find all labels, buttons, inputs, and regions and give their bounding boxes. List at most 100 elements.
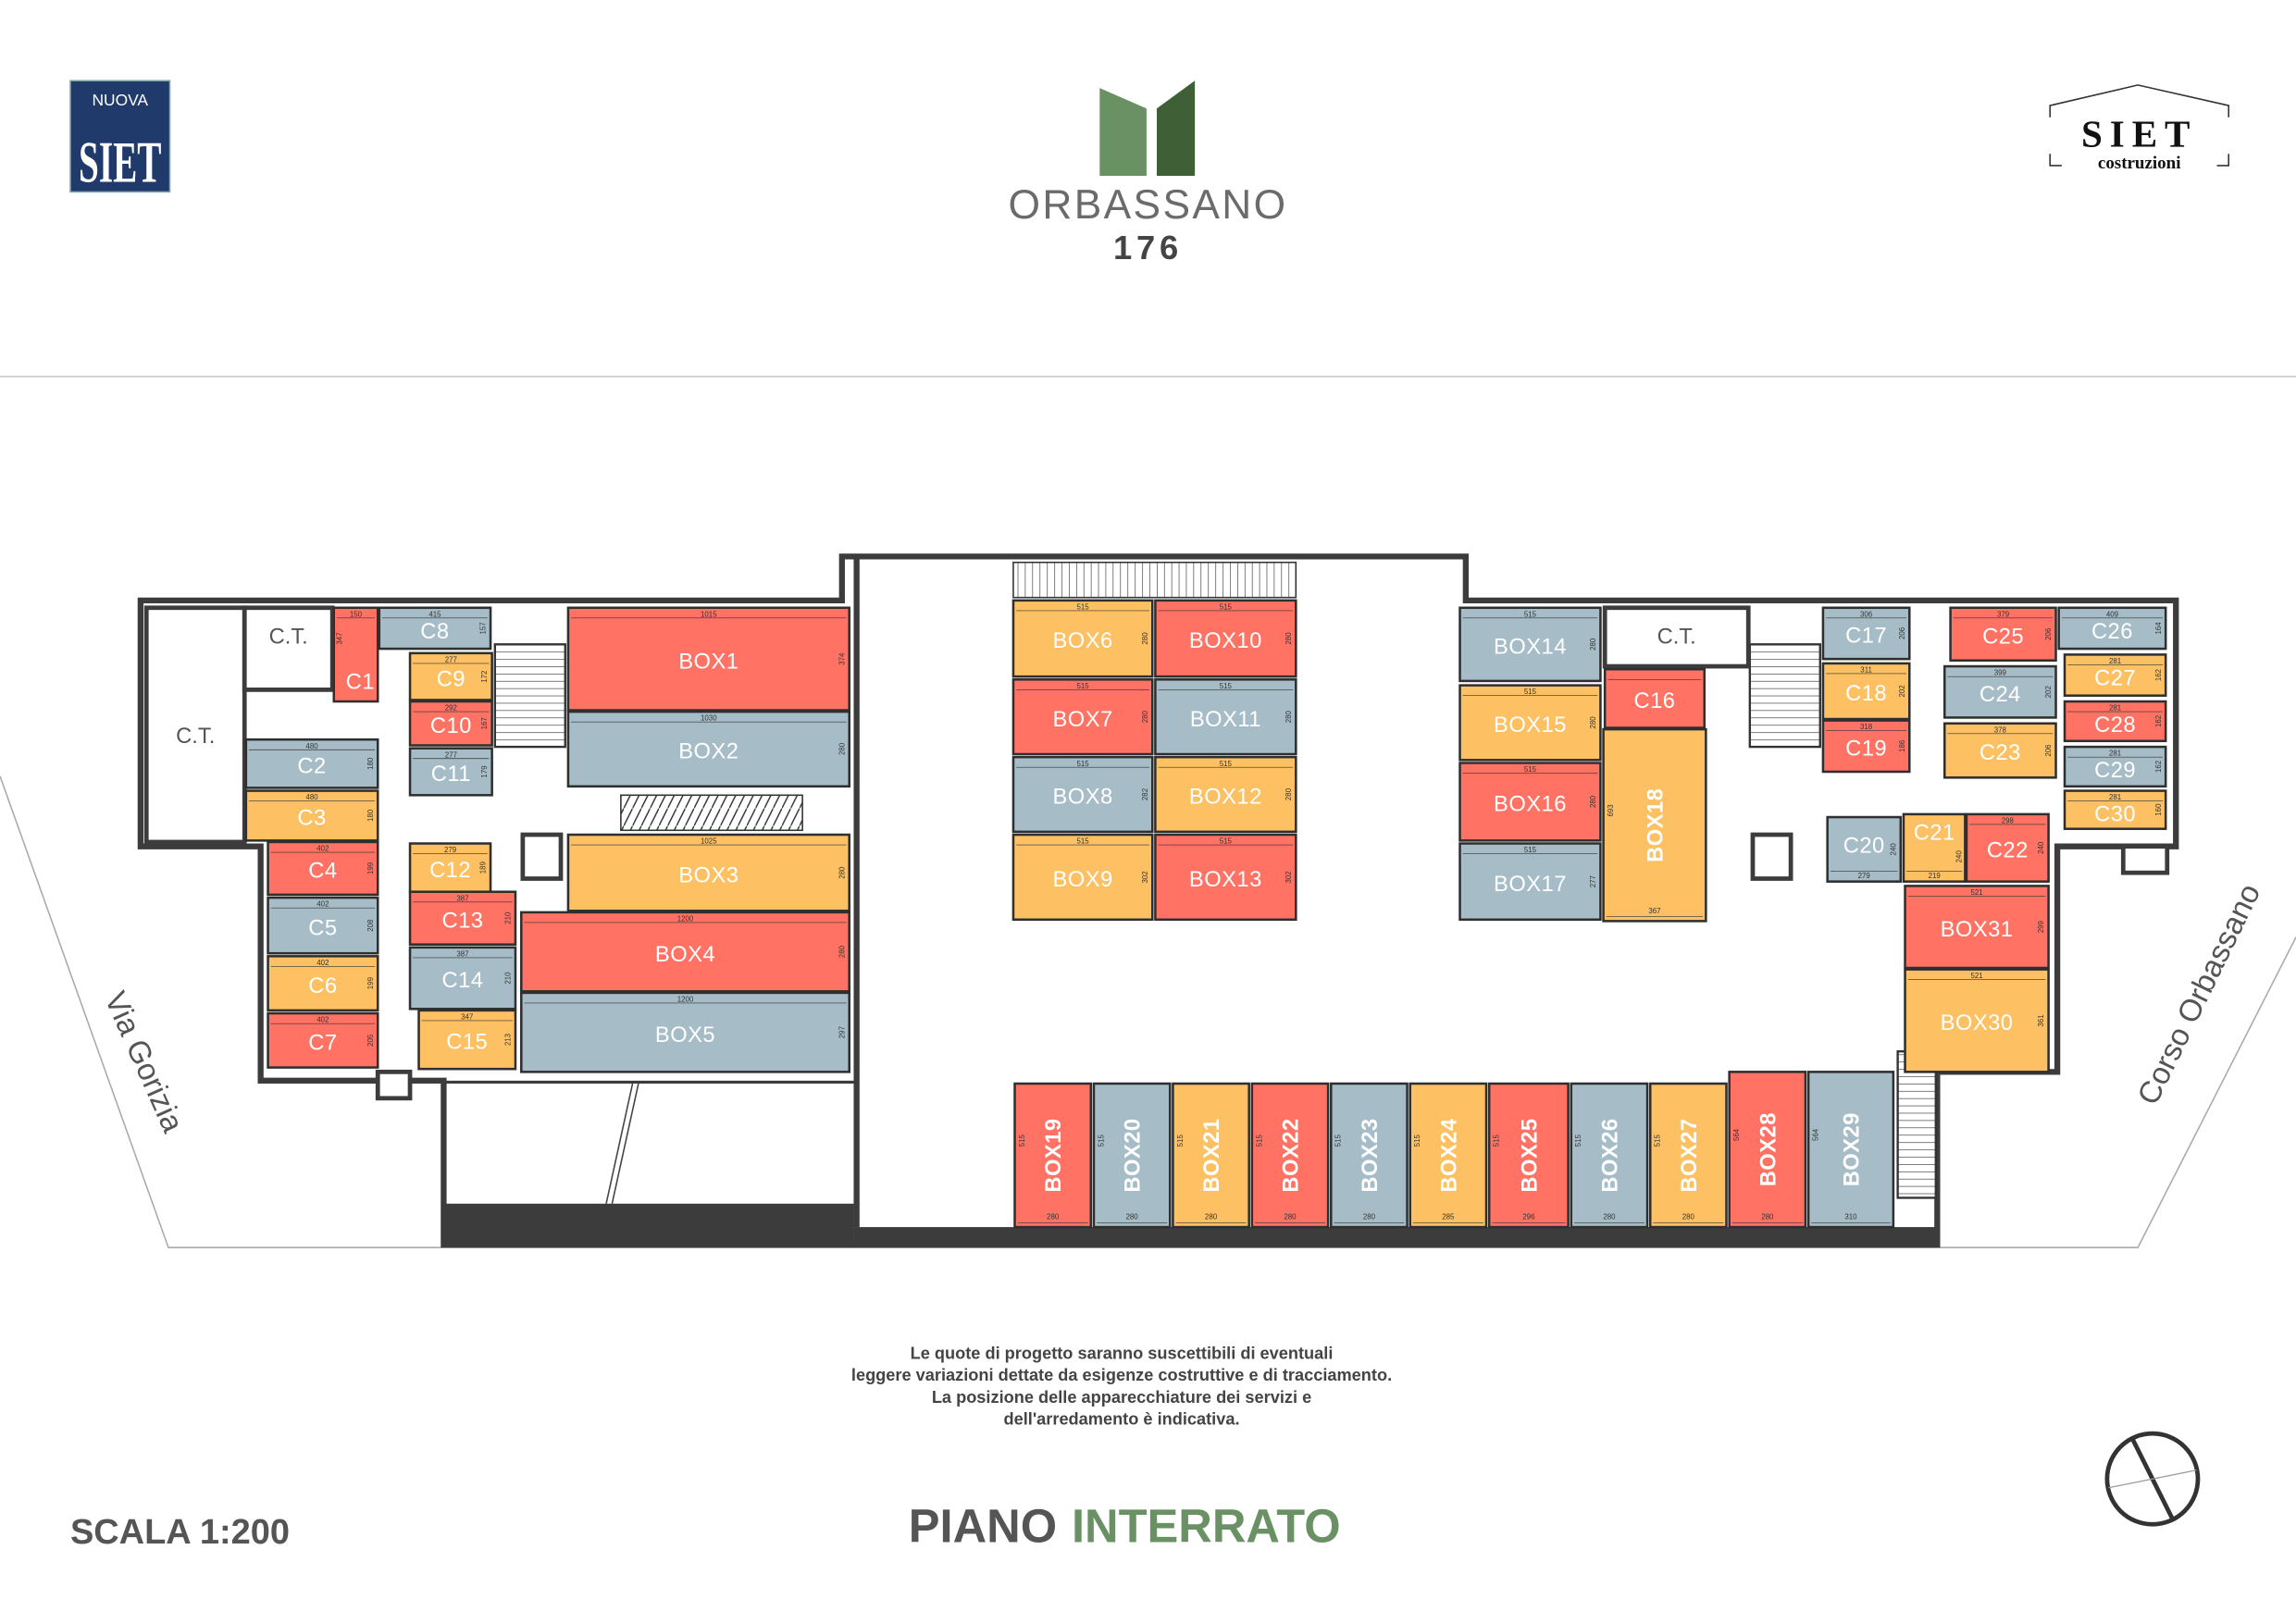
unit-width-dimension: 306: [1860, 610, 1873, 618]
unit-height-dimension: 202: [1898, 685, 1906, 697]
unit-label: C13: [442, 909, 484, 933]
logo-left-tower: [1099, 88, 1147, 177]
storage-units: C1150347C2480180C3480180C4402199C5402208…: [244, 599, 2167, 1229]
unit-width-dimension: 387: [456, 949, 468, 958]
unit-fill: [2063, 700, 2167, 743]
street-label-via-gorizia: Via Gorizia: [97, 986, 190, 1137]
unit-width-dimension: 219: [1929, 872, 1942, 880]
lift-left: [520, 832, 564, 881]
unit-label: C2: [297, 754, 326, 778]
unit-fill: [2063, 653, 2167, 697]
svg-text:176: 176: [1113, 229, 1183, 267]
unit-height-dimension: 202: [2044, 686, 2053, 698]
unit-width-dimension: 415: [428, 610, 441, 618]
unit-height-dimension: 162: [2154, 669, 2163, 681]
unit-label: C3: [297, 807, 326, 831]
unit-label: BOX13: [1189, 868, 1262, 892]
unit-width-dimension: 310: [1844, 1212, 1857, 1221]
unit-label: BOX7: [1052, 708, 1112, 732]
unit-label: BOX22: [1280, 1118, 1304, 1192]
unit-width-dimension: 515: [1076, 682, 1089, 690]
storage-unit-c16[interactable]: C16: [1603, 667, 1706, 729]
unit-width-dimension: 402: [316, 845, 329, 853]
stairs-top-center: [1012, 561, 1297, 599]
svg-text:ORBASSANO: ORBASSANO: [1009, 182, 1288, 228]
unit-height-dimension: 208: [366, 919, 375, 932]
unit-width-dimension: 1015: [701, 610, 717, 618]
svg-text:NUOVA: NUOVA: [92, 91, 148, 109]
street-label-corso-orbassano: Corso Orbassano: [2131, 879, 2267, 1110]
unit-height-dimension: 374: [838, 652, 846, 665]
unit-label: C5: [308, 916, 337, 940]
unit-fill: [1250, 1082, 1330, 1229]
unit-height-dimension: 515: [1176, 1134, 1185, 1147]
unit-height-dimension: 280: [838, 742, 846, 755]
unit-width-dimension: 480: [305, 793, 318, 801]
unit-height-dimension: 280: [838, 945, 846, 958]
unit-label: BOX8: [1052, 786, 1112, 810]
unit-width-dimension: 285: [1442, 1212, 1455, 1221]
unit-width-dimension: 1200: [677, 996, 694, 1004]
